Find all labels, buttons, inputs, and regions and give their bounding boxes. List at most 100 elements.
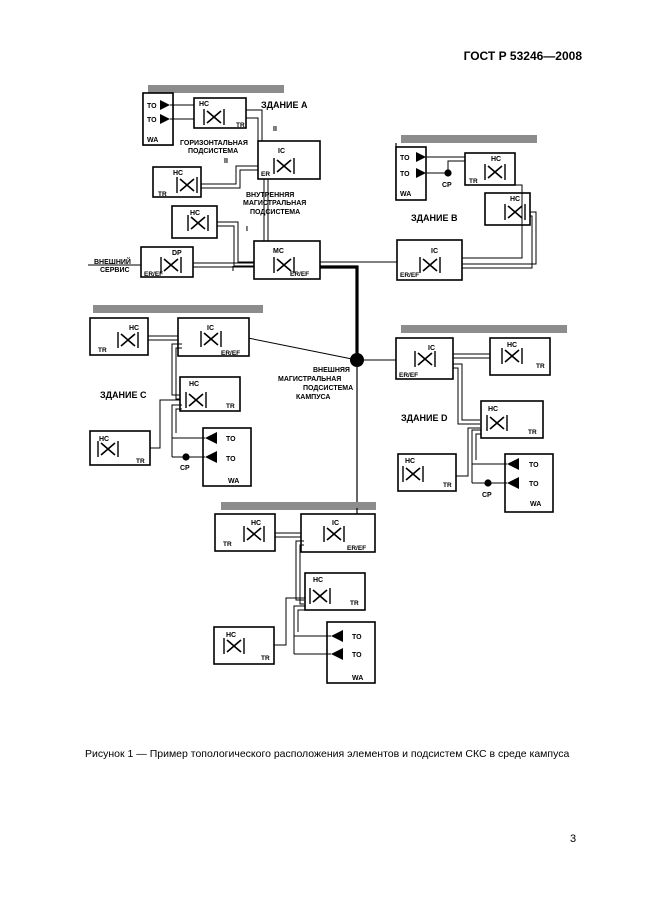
hc-node-e2-sublabel: TR (350, 600, 359, 607)
cross-connect-icon (163, 258, 179, 272)
internal-backbone-label: ВНУТРЕННЯЯ (246, 192, 294, 199)
horizontal-subsystem-label: ГОРИЗОНТАЛЬНАЯ (180, 140, 248, 147)
hc-node-a3 (171, 205, 218, 239)
hc-node-a2-label: HC (173, 170, 183, 177)
cp-label: CP (442, 182, 452, 189)
building-d-roof (401, 325, 567, 333)
cp-label: CP (180, 465, 190, 472)
telecom-outlet-icon (331, 648, 343, 660)
hc-node-d3-sublabel: TR (443, 482, 452, 489)
dp-node-label: DP (172, 250, 182, 257)
internal-backbone-label: МАГИСТРАЛЬНАЯ (243, 200, 306, 207)
standard-number: ГОСТ Р 53246—2008 (463, 49, 582, 63)
external-service-label: СЕРВИС (100, 267, 130, 274)
building-c-label: ЗДАНИЕ С (100, 390, 147, 400)
ic-node-d-sublabel: ER/EF (399, 372, 418, 379)
work-area-label: WA (352, 675, 363, 682)
consolidation-point-icon (182, 453, 190, 461)
connection-line (175, 408, 182, 433)
building-b-roof (401, 135, 537, 143)
hc-node-c3 (89, 430, 151, 466)
cross-connect-icon (188, 393, 204, 407)
cross-connect-icon (246, 527, 262, 541)
campus-backbone-cable (320, 265, 359, 360)
ic-node-d-label: IC (428, 345, 435, 352)
hc-node-c2-label: HC (189, 381, 199, 388)
cross-connect-icon (203, 332, 219, 346)
connection-line (471, 429, 507, 465)
telecom-outlet-icon (507, 458, 519, 470)
hc-node-b1-sublabel: TR (469, 178, 478, 185)
connection-line (297, 609, 305, 632)
ic-node-b-label: IC (431, 248, 438, 255)
hc-node-d2-sublabel: TR (528, 429, 537, 436)
work-area-label: WA (147, 137, 158, 144)
cross-connect-icon (507, 205, 523, 219)
connection-line (453, 363, 480, 421)
telecom-outlet-icon (416, 152, 426, 162)
connection-line (453, 367, 480, 425)
cross-connect-icon (100, 442, 116, 456)
building-a-roof (148, 85, 284, 93)
ic-node-a (257, 140, 321, 180)
hc-node-d1-sublabel: TR (536, 363, 545, 370)
outlet-label: TO (147, 117, 157, 124)
ic-node-d (395, 337, 454, 380)
outlet-label: TO (226, 456, 236, 463)
ic-node-c-sublabel: ER/EF (221, 350, 240, 357)
hc-node-d1 (489, 337, 551, 376)
telecom-outlet-icon (205, 451, 217, 463)
cross-connect-icon (405, 467, 421, 481)
cross-connect-icon (179, 178, 195, 192)
hc-node-e1-sublabel: TR (223, 541, 232, 548)
ic-node-a-sublabel: ER (261, 171, 270, 178)
connection-line (462, 211, 537, 265)
cross-connect-icon (417, 352, 433, 366)
hc-node-d3 (397, 453, 457, 492)
cable-class-label: II (224, 158, 228, 165)
hc-node-b2 (484, 192, 531, 226)
dp-node-sublabel: ER/EF (144, 271, 163, 278)
cross-connect-icon (226, 639, 242, 653)
connection-line (299, 544, 304, 605)
hc-node-b1-label: HC (491, 156, 501, 163)
outlet-label: TO (352, 634, 362, 641)
connection-line (247, 337, 358, 361)
cross-connect-icon (489, 416, 505, 430)
hc-node-d2 (480, 400, 544, 439)
outlet-label: TO (400, 171, 410, 178)
outlet-label: TO (352, 652, 362, 659)
outlet-label: TO (226, 436, 236, 443)
ic-node-b-sublabel: ER/EF (400, 272, 419, 279)
connection-line (462, 184, 523, 259)
hc-node-c1-label: HC (129, 325, 139, 332)
connection-line (171, 404, 205, 439)
work-area-label: WA (228, 478, 239, 485)
mc-node-label: MC (273, 248, 284, 255)
hc-node-e1 (214, 513, 276, 552)
outlet-label: TO (529, 462, 539, 469)
building-b-label: ЗДАНИЕ В (411, 213, 458, 223)
cross-connect-icon (487, 165, 503, 179)
connection-line (475, 433, 481, 460)
hc-node-b1 (464, 152, 516, 186)
cross-connect-icon (326, 527, 342, 541)
connection-line (175, 347, 182, 400)
mc-node-sublabel: ER/EF (290, 271, 309, 278)
hc-node-e3-label: HC (226, 632, 236, 639)
hc-node-c3-sublabel: TR (136, 458, 145, 465)
cross-connect-icon (276, 258, 292, 272)
connection-line (274, 597, 305, 646)
hc-node-a1-label: HC (199, 101, 209, 108)
campus-backbone-label: ПОДСИСТЕМА (303, 385, 353, 392)
connection-line (171, 343, 182, 396)
campus-backbone-label: МАГИСТРАЛЬНАЯ (278, 376, 341, 383)
ic-node-a-label: IC (278, 148, 285, 155)
connection-line (426, 160, 466, 174)
ic-node-c-label: IC (207, 325, 214, 332)
external-service-label: ВНЕШНИЙ (94, 257, 131, 266)
consolidation-point-icon (444, 169, 452, 177)
hc-node-d3-label: HC (405, 458, 415, 465)
connection-line (217, 225, 258, 267)
